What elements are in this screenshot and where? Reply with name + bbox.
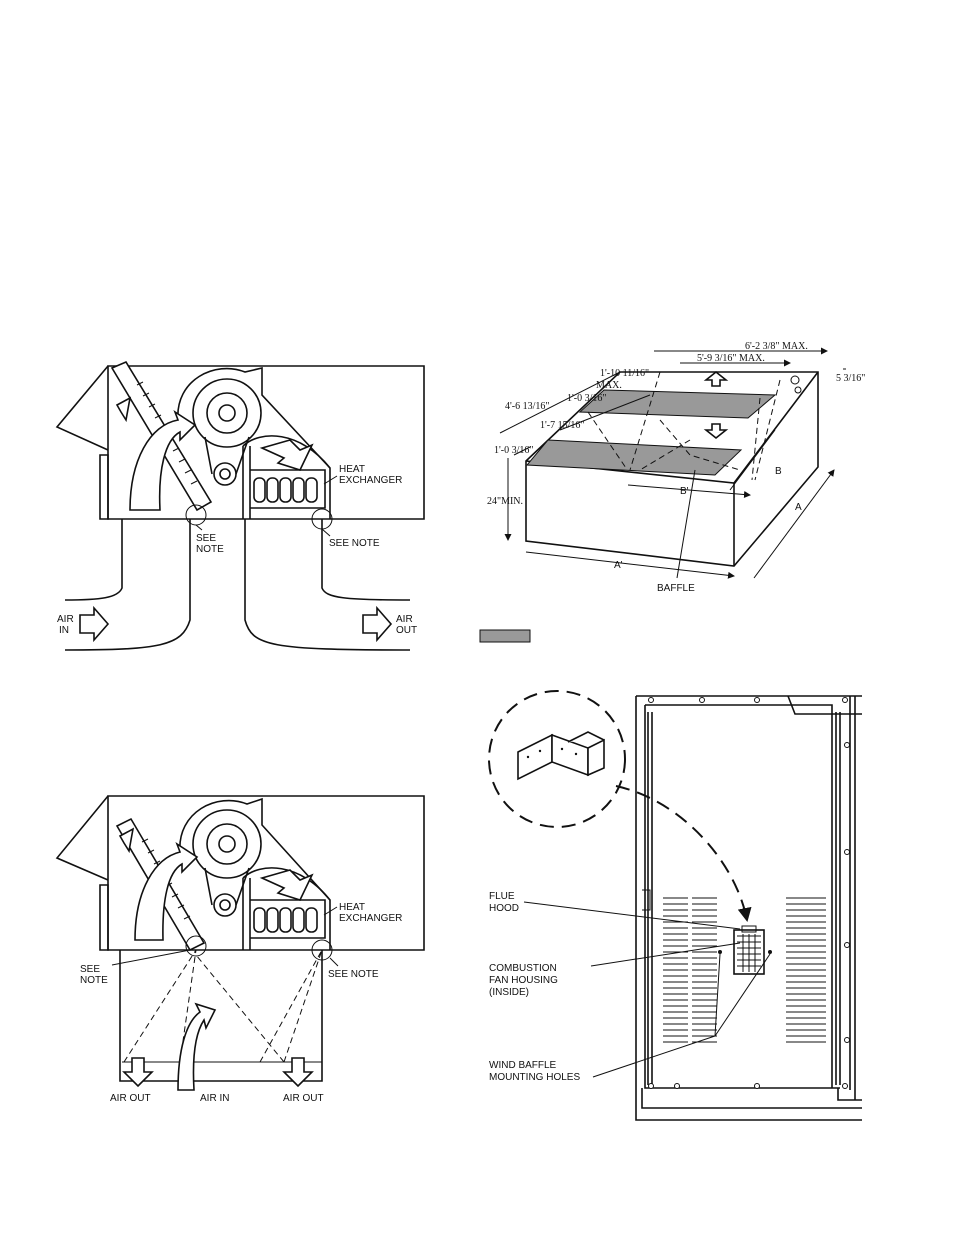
airflow-arrow-icon — [118, 827, 135, 854]
air-out-label: AIR OUT — [110, 1093, 151, 1104]
heat-exchanger-label: EXCHANGER — [339, 913, 402, 924]
see-note-label: SEE — [196, 533, 216, 544]
flue-hood-figure: FLUE HOOD COMBUSTION FAN HOUSING (INSIDE… — [488, 690, 862, 1121]
wind-baffle-detail-circle — [488, 690, 626, 828]
flue-hood-label: FLUE — [489, 891, 515, 902]
heat-exchanger — [242, 867, 331, 950]
duct-opening-top — [578, 389, 777, 419]
dimension-label: 1'-7 15/16" — [540, 420, 585, 431]
baffle-label: BAFFLE — [657, 583, 695, 594]
heat-exchanger-label: EXCHANGER — [339, 475, 402, 486]
air-in-arrow-icon — [79, 605, 110, 643]
airflow-up-arrow-icon — [703, 370, 729, 387]
blower-wheel — [179, 797, 331, 917]
blower-wheel — [177, 366, 331, 486]
wind-baffle-part — [517, 731, 605, 781]
dimension-a-label: A — [795, 502, 802, 513]
dimension-label: 4'-6 13/16" — [505, 401, 550, 412]
heat-exchanger — [242, 435, 331, 519]
roof-curb-box — [119, 949, 323, 1082]
air-out-arrow-icon — [362, 605, 393, 643]
unit-horizontal-figure: HEAT EXCHANGER SEE NOTE SEE NOTE AIR IN … — [55, 360, 425, 651]
airflow-arrow-icon — [115, 396, 132, 423]
air-out-arrow-icon — [122, 1057, 154, 1088]
airflow-down-arrow-icon — [703, 423, 729, 440]
dimension-label: 5'-9 3/16" MAX. — [697, 353, 765, 364]
air-in-label: AIR — [57, 614, 74, 625]
wind-baffle-label: MOUNTING HOLES — [489, 1072, 580, 1083]
air-out-label: AIR — [396, 614, 413, 625]
duct-work — [64, 519, 411, 651]
dimension-label: MAX. — [596, 380, 622, 391]
dimension-label: 1'-10 11/16" — [600, 368, 649, 379]
air-in-label: IN — [59, 625, 69, 636]
roof-curb-figure: 6'-2 3/8" MAX. 5'-9 3/16" MAX. 5 3/16" 1… — [487, 341, 865, 594]
dimension-label: 1'-0 3/16" — [494, 445, 534, 456]
legend-swatch — [479, 629, 531, 643]
heat-exchanger-label: HEAT — [339, 902, 365, 913]
see-note-label: NOTE — [80, 975, 108, 986]
airflow-arrow-icon — [129, 410, 197, 511]
combustion-fan-label: (INSIDE) — [489, 987, 529, 998]
air-in-label: AIR IN — [200, 1093, 229, 1104]
heat-exchanger-label: HEAT — [339, 464, 365, 475]
airflow-arrow-icon — [259, 439, 314, 471]
dimension-label: 5 3/16" — [836, 373, 865, 384]
see-note-label: NOTE — [196, 544, 224, 555]
dimension-label: 1'-0 3/16" — [567, 393, 607, 404]
see-note-label: SEE NOTE — [329, 538, 380, 549]
see-note-circle — [311, 939, 333, 961]
airflow-arrow-icon — [259, 869, 314, 901]
air-in-arrow-icon — [177, 1002, 217, 1091]
combustion-fan-label: COMBUSTION — [489, 963, 557, 974]
air-out-label: OUT — [396, 625, 417, 636]
combustion-fan-label: FAN HOUSING — [489, 975, 558, 986]
airflow-arrow-icon — [134, 842, 199, 941]
see-note-circle — [185, 935, 207, 957]
air-out-arrow-icon — [282, 1057, 314, 1088]
dimension-b-prime-label: B' — [680, 486, 689, 497]
unit-side-panel — [635, 695, 862, 1121]
see-note-label: SEE NOTE — [328, 969, 379, 980]
dimension-label: 24"MIN. — [487, 496, 523, 507]
dimension-b-label: B — [775, 466, 782, 477]
wind-baffle-label: WIND BAFFLE — [489, 1060, 557, 1071]
dimension-a-prime-label: A' — [614, 560, 623, 571]
flue-hood-label: HOOD — [489, 903, 519, 914]
see-note-label: SEE — [80, 964, 100, 975]
dimension-label: 6'-2 3/8" MAX. — [745, 341, 808, 352]
air-out-label: AIR OUT — [283, 1093, 324, 1104]
unit-downflow-figure: HEAT EXCHANGER SEE NOTE SEE NOTE AIR OUT… — [55, 795, 425, 1104]
duct-opening-bottom — [525, 439, 743, 476]
